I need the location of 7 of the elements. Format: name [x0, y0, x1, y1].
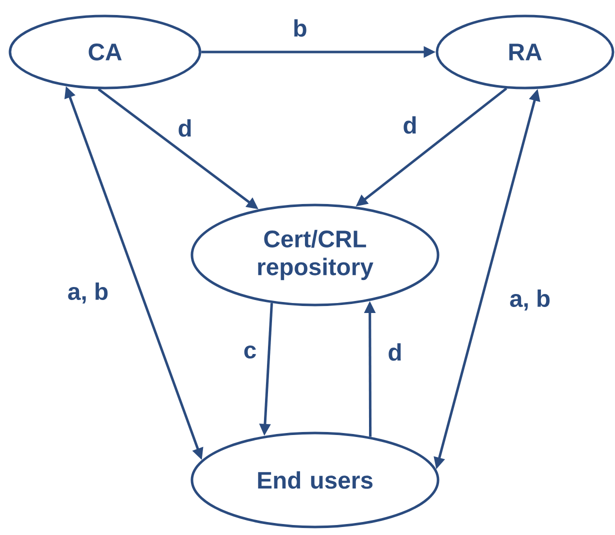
edge-label: b	[292, 18, 308, 38]
edge-label: c	[242, 344, 258, 360]
edge-label: a, b	[508, 288, 552, 312]
edge-label: d	[402, 115, 418, 135]
edge-label: d	[176, 118, 194, 138]
edge-label: a, b	[66, 281, 110, 304]
edge-label: d	[386, 342, 404, 362]
